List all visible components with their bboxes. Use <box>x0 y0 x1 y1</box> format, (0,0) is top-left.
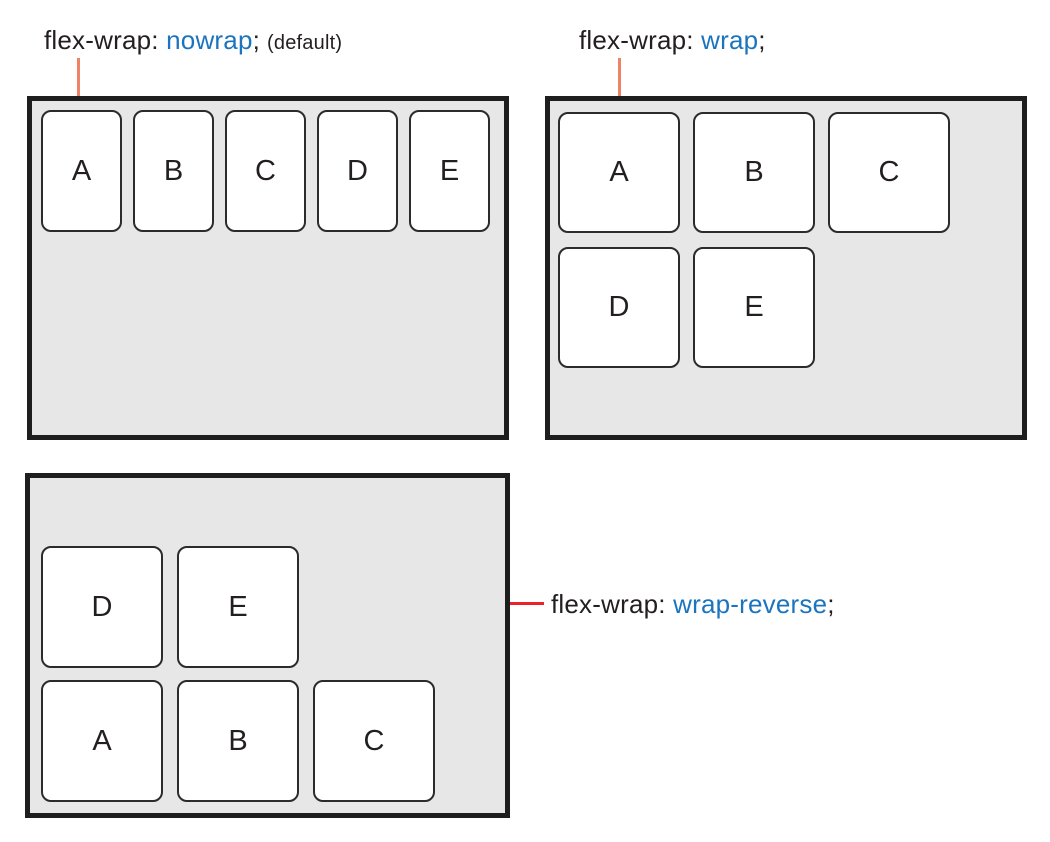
flex-item-b: B <box>693 112 815 233</box>
connector-line-wrap-reverse <box>506 602 544 605</box>
flex-item-e: E <box>693 247 815 368</box>
flex-item-d: D <box>317 110 398 232</box>
flex-container-wrap-reverse: D E A B C <box>25 473 510 818</box>
flex-item-e: E <box>409 110 490 232</box>
label-property-text: flex-wrap: <box>44 25 167 55</box>
flex-row: D E <box>41 546 494 668</box>
label-flex-wrap-wrap: flex-wrap: wrap; <box>579 25 766 56</box>
flex-row: D E <box>558 247 1014 368</box>
label-flex-wrap-nowrap: flex-wrap: nowrap; (default) <box>44 25 342 56</box>
label-property-text: flex-wrap: <box>579 25 702 55</box>
flex-item-d: D <box>558 247 680 368</box>
flex-container-wrap: A B C D E <box>545 96 1027 440</box>
label-semicolon: ; <box>758 25 766 55</box>
label-value-wrap-reverse: wrap-reverse <box>673 589 828 619</box>
flex-row: A B C <box>558 112 1014 233</box>
flex-item-e: E <box>177 546 299 668</box>
flex-item-a: A <box>41 680 163 802</box>
flex-item-b: B <box>133 110 214 232</box>
flex-container-nowrap: A B C D E <box>27 96 509 440</box>
label-value-nowrap: nowrap <box>166 25 253 55</box>
default-annotation: (default) <box>267 32 343 54</box>
label-value-wrap: wrap <box>701 25 759 55</box>
flex-item-d: D <box>41 546 163 668</box>
connector-line-nowrap <box>77 58 80 96</box>
label-flex-wrap-wrap-reverse: flex-wrap: wrap-reverse; <box>551 589 835 620</box>
flex-item-a: A <box>558 112 680 233</box>
label-semicolon: ; <box>827 589 835 619</box>
label-property-text: flex-wrap: <box>551 589 674 619</box>
flex-item-c: C <box>828 112 950 233</box>
flex-item-c: C <box>313 680 435 802</box>
connector-line-wrap <box>618 58 621 96</box>
flex-item-c: C <box>225 110 306 232</box>
flex-item-b: B <box>177 680 299 802</box>
flex-item-a: A <box>41 110 122 232</box>
label-semicolon: ; <box>252 25 261 55</box>
flex-row: A B C <box>41 680 494 802</box>
